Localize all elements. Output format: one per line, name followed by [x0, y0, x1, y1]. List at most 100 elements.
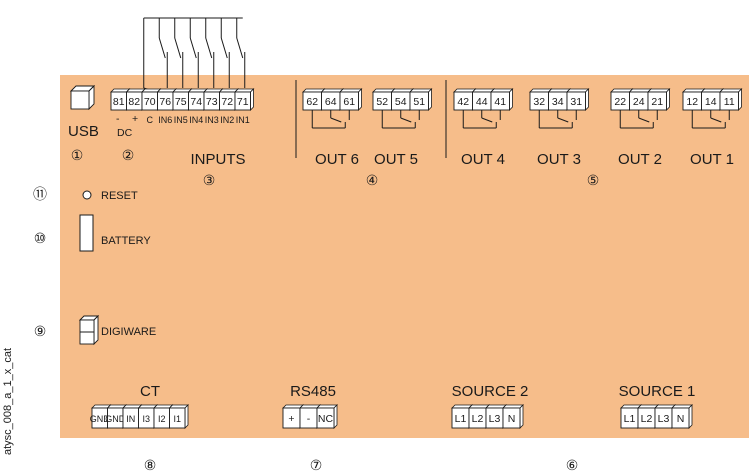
dc-label: DC: [117, 127, 133, 139]
pin-number: 76: [159, 96, 171, 108]
pin-number: IN: [126, 414, 135, 424]
outputs-callout-5: ⑤: [587, 172, 600, 188]
pin-number: 41: [494, 96, 506, 108]
pin-number: L1: [455, 413, 467, 425]
relay-blade: [400, 117, 412, 123]
digiware-label: DIGIWARE: [101, 326, 156, 338]
pin-number: 64: [325, 96, 337, 108]
pin-number: +: [288, 413, 294, 425]
pin-number: N: [508, 413, 516, 425]
input-name-in1: IN1: [236, 115, 250, 125]
reset-hole[interactable]: [82, 190, 92, 200]
terminal-11: 11: [719, 88, 743, 111]
pin-number: 75: [175, 96, 187, 108]
dc-callout: ②: [122, 147, 135, 163]
switch-blade: [174, 37, 182, 59]
relay-blade: [481, 117, 493, 123]
pin-number: 14: [705, 96, 717, 108]
output-label: OUT 4: [461, 151, 505, 168]
terminal-71: 71: [234, 88, 255, 111]
pin-number: 42: [457, 96, 469, 108]
output-label: OUT 5: [374, 151, 418, 168]
source1-label: SOURCE 1: [619, 383, 696, 400]
cell-face: [316, 407, 335, 429]
inputs-callout: ③: [203, 172, 216, 188]
switch-blade: [205, 37, 213, 59]
input-name-in2: IN2: [220, 115, 234, 125]
pin-number: 81: [113, 96, 125, 108]
cell-side: [666, 88, 670, 111]
terminal-61: 61: [339, 88, 363, 111]
cell-side: [688, 404, 693, 429]
cell-side: [738, 88, 742, 111]
pin-number: 74: [190, 96, 202, 108]
pin-number: 31: [570, 96, 582, 108]
switch-blade: [236, 37, 244, 59]
terminal-31: 31: [566, 88, 590, 111]
source2-label: SOURCE 2: [452, 383, 529, 400]
usb-port: USB ①: [68, 84, 99, 163]
relay-blade: [330, 117, 342, 123]
battery-callout: ⑩: [34, 230, 47, 246]
reset-label: RESET: [101, 190, 138, 202]
inputs-label: INPUTS: [190, 151, 245, 168]
rs485-terminals: + -NC: [282, 404, 338, 429]
rs485-label: RS485: [290, 383, 336, 400]
pin-number: 62: [306, 96, 318, 108]
pin-number: 52: [376, 96, 388, 108]
terminal-nc: NC: [316, 404, 338, 429]
switch-blade: [220, 37, 228, 59]
usb-label: USB: [68, 123, 99, 140]
usb-face: [70, 90, 90, 110]
relay-blade: [557, 117, 569, 123]
battery-label: BATTERY: [101, 235, 151, 247]
pin-number: L1: [624, 413, 636, 425]
switch-blade: [158, 37, 166, 59]
digiware-side: [93, 314, 99, 346]
pin-number: 51: [413, 96, 425, 108]
pin-number: 22: [614, 96, 626, 108]
input-switch-wiring: [143, 17, 246, 91]
cell-face: [169, 407, 186, 429]
relay-blade: [638, 117, 650, 123]
device-board: [60, 75, 749, 438]
output-label: OUT 3: [537, 151, 581, 168]
pin-number: 32: [533, 96, 545, 108]
cell-side: [585, 88, 589, 111]
pin-number: 73: [206, 96, 218, 108]
cell-side: [333, 404, 338, 429]
ct-label: CT: [140, 383, 160, 400]
terminal-21: 21: [647, 88, 671, 111]
pin-number: L3: [489, 413, 501, 425]
pin-number: -: [307, 413, 311, 425]
pin-number: I2: [158, 414, 166, 424]
pin-number: N: [677, 413, 685, 425]
input-name-in5: IN5: [174, 115, 188, 125]
battery-slot: [79, 214, 94, 252]
pin-number: GND: [105, 414, 126, 424]
terminal-n: N: [502, 404, 524, 429]
pin-number: I3: [142, 414, 150, 424]
digiware-connector: [78, 314, 100, 346]
cell-side: [509, 88, 513, 111]
cell-side: [358, 88, 362, 111]
cell-side: [519, 404, 524, 429]
reset-button[interactable]: [82, 190, 92, 200]
usb-callout: ①: [71, 147, 84, 163]
pin-number: GND: [90, 414, 111, 424]
input-name-in4: IN4: [189, 115, 203, 125]
